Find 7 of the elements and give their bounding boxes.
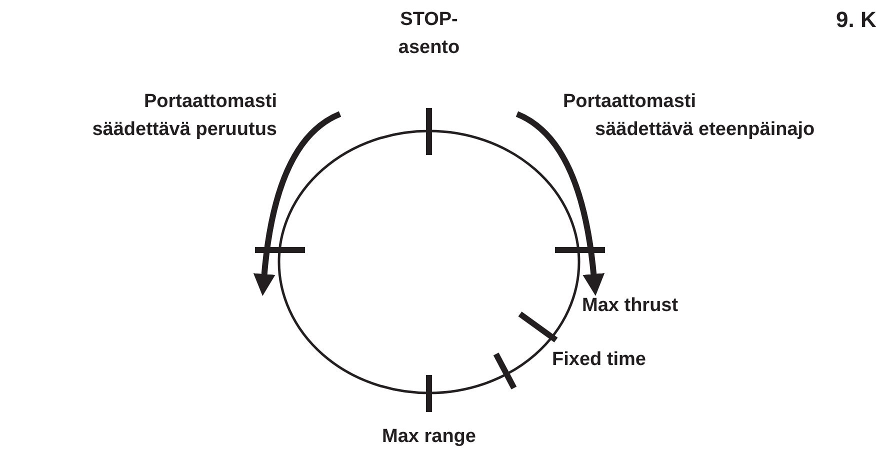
direction-label: Portaattomasti säädettävä peruutus xyxy=(92,90,277,142)
position-label: Max range xyxy=(381,425,477,449)
position-label: Fixed time xyxy=(552,348,646,372)
direction-label: Portaattomasti säädettävä eteenpäinajo xyxy=(563,90,815,142)
position-label: Max thrust xyxy=(582,294,678,318)
position-label: STOP-asento xyxy=(397,8,461,60)
section-heading: 9. K xyxy=(836,6,876,34)
